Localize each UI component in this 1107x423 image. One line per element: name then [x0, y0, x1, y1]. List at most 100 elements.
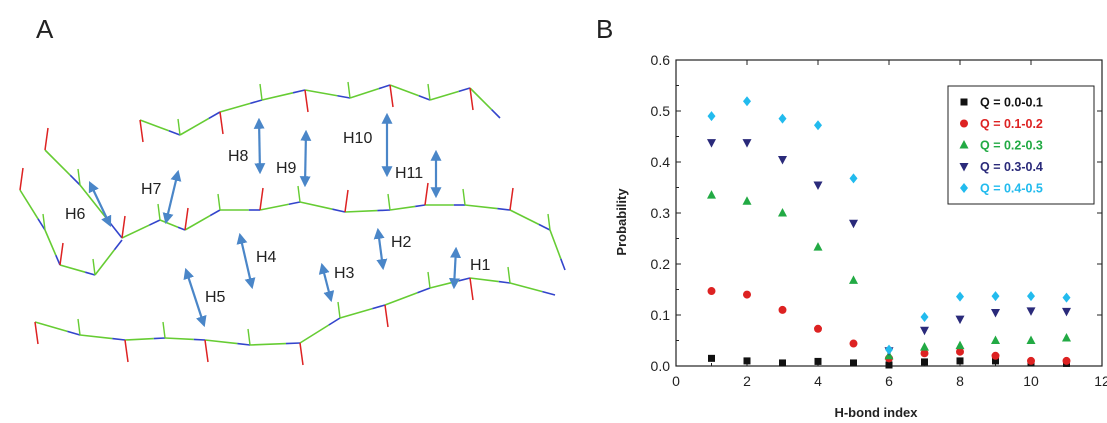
- data-point: [707, 190, 716, 199]
- backbone-segment: [139, 119, 170, 132]
- data-point: [991, 308, 1000, 318]
- backbone-segment: [177, 226, 186, 231]
- data-point: [991, 335, 1000, 344]
- legend-marker: [960, 183, 968, 193]
- backbone-strands: [19, 81, 566, 366]
- y-tick-label: 0.0: [651, 358, 671, 374]
- side-chain-stub: [92, 258, 96, 276]
- side-chain-stub: [162, 321, 166, 339]
- legend-label: Q = 0.1-0.2: [980, 117, 1043, 131]
- legend-marker: [960, 98, 968, 106]
- data-point: [991, 351, 1000, 360]
- side-chain-stub: [177, 118, 181, 136]
- x-tick-label: 6: [885, 373, 893, 389]
- legend-box: [947, 85, 1095, 205]
- backbone-segment: [219, 102, 251, 113]
- hbond-label: H2: [391, 234, 412, 251]
- backbone-segment: [288, 201, 301, 206]
- backbone-segment: [389, 84, 420, 97]
- data-point: [708, 354, 715, 362]
- side-chain-stub: [217, 193, 221, 211]
- backbone-segment: [179, 117, 210, 136]
- data-point: [778, 208, 787, 217]
- backbone-segment: [509, 209, 540, 226]
- data-point: [956, 347, 964, 356]
- data-point: [743, 96, 751, 107]
- x-axis-label: H-bond index: [834, 405, 918, 420]
- backbone-segment: [429, 90, 460, 101]
- backbone-segment: [109, 222, 123, 239]
- legend-marker: [960, 119, 968, 128]
- y-tick-label: 0.1: [651, 307, 671, 323]
- data-point: [1026, 335, 1036, 344]
- backbone-segment: [34, 321, 68, 333]
- backbone-segment: [164, 337, 194, 341]
- backbone-segment: [37, 218, 46, 231]
- side-chain-stub: [507, 266, 511, 284]
- legend-marker: [959, 163, 969, 172]
- data-point: [742, 196, 752, 205]
- carbonyl-bond: [59, 242, 64, 266]
- hbond-label: H4: [256, 249, 277, 266]
- backbone-segment: [94, 249, 116, 276]
- backbone-segment: [149, 219, 161, 226]
- data-point: [991, 291, 1000, 302]
- hbond-label: H7: [141, 181, 162, 198]
- backbone-segment: [67, 330, 81, 336]
- data-point: [778, 305, 787, 314]
- backbone-segment: [204, 339, 238, 345]
- data-point: [814, 324, 822, 333]
- legend-label: Q = 0.0-0.1: [980, 96, 1043, 110]
- carbonyl-bond: [469, 277, 474, 301]
- backbone-segment: [249, 342, 287, 346]
- backbone-segment: [168, 130, 181, 136]
- backbone-segment: [491, 109, 501, 119]
- carbonyl-bond: [299, 342, 304, 366]
- backbone-segment: [415, 204, 426, 208]
- data-point: [992, 357, 999, 365]
- carbonyl-bond: [204, 339, 209, 363]
- backbone-segment: [349, 87, 380, 99]
- data-point: [1027, 291, 1035, 302]
- carbonyl-bond: [304, 89, 309, 113]
- data-point: [813, 242, 823, 251]
- y-tick-label: 0.2: [651, 256, 671, 272]
- backbone-segment: [112, 337, 126, 341]
- carbonyl-bond: [424, 182, 429, 206]
- carbonyl-bond: [389, 84, 394, 108]
- carbonyl-bond: [509, 187, 514, 211]
- data-point: [921, 358, 928, 366]
- hbond-arrow: [183, 267, 207, 328]
- data-point: [956, 357, 964, 365]
- data-point: [743, 357, 751, 365]
- data-point: [849, 339, 858, 348]
- y-tick-label: 0.6: [651, 52, 671, 68]
- backbone-segment: [339, 307, 373, 319]
- data-point: [779, 359, 786, 367]
- data-point: [707, 111, 716, 122]
- backbone-segment: [389, 205, 416, 211]
- backbone-segment: [549, 229, 562, 260]
- x-tick-label: 10: [1023, 373, 1039, 389]
- hbond-arrow: [253, 117, 266, 175]
- carbonyl-bond: [469, 87, 474, 111]
- y-axis-label: Probability: [614, 188, 629, 256]
- backbone-segment: [328, 317, 341, 326]
- backbone-segment: [299, 201, 333, 210]
- x-tick-label: 8: [956, 373, 964, 389]
- backbone-segment: [469, 277, 499, 283]
- data-point: [850, 359, 857, 367]
- carbonyl-bond: [344, 189, 349, 213]
- carbonyl-bond: [124, 339, 129, 363]
- backbone-segment: [538, 223, 551, 231]
- backbone-segment: [44, 229, 57, 256]
- backbone-segment: [209, 209, 221, 217]
- data-point: [849, 275, 858, 284]
- hbond-label: H3: [334, 265, 355, 282]
- chart-legend: Q = 0.0-0.1Q = 0.1-0.2Q = 0.2-0.3Q = 0.3…: [947, 85, 1095, 205]
- data-point: [920, 342, 929, 351]
- hbond-arrow: [318, 262, 335, 303]
